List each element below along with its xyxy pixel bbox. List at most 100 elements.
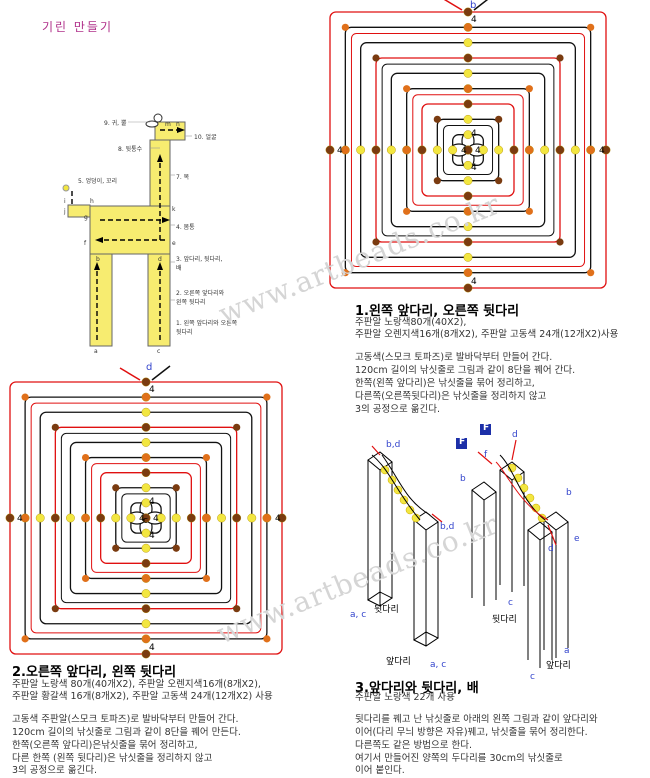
diag2-label-d: d [146,362,153,373]
p1-bead-v [463,68,473,78]
p2-bead-v [141,453,151,462]
letter-g: g [84,214,88,221]
p2-bead-d [112,484,120,492]
section2-desc-3: 다른 한쪽 (왼쪽 뒷다리)은 낚싯줄을 정리하지 않고 [12,753,213,764]
letter-b: b [96,256,100,263]
prism-label-front: 앞다리 [386,657,411,667]
p1-count-label: 4 [471,15,477,25]
p1-bead-h [509,145,519,155]
p2-bead-v [141,558,151,568]
p2-bead-v [141,407,151,417]
section3-desc-3: 여기서 만들어진 양쪽의 두다리를 30cm의 낚싯줄로 [355,753,563,764]
letter-m: m [165,121,171,128]
p2-bead-h [171,513,181,523]
p1-bead-h [417,145,427,155]
p1-count-label: 4 [461,146,467,156]
section1-desc-0: 고동색(스모크 토파즈)로 발바닥부터 만들어 간다. [355,352,553,363]
section3-desc-1: 이어(다리 무늬 방향은 자유)꿰고, 낚싯줄을 묶어 정리한다. [355,727,588,738]
p2-bead-h [126,513,136,523]
p2-bead-h [66,513,75,523]
p1-bead-h [371,145,381,155]
p2-bead-d [233,423,241,431]
p1-bead-v [463,268,473,278]
p1-bead-v [463,130,473,140]
p2-bead-v [141,483,151,493]
p1-bead-d [556,238,564,246]
section2-heading: 2.오른쪽 앞다리, 왼쪽 뒷다리 [12,665,177,680]
p2-bead-d [263,635,271,643]
section1-desc-4: 3의 공정으로 옮긴다. [355,404,441,415]
p2-bead-d [172,484,180,492]
prism-label-ac-right: a, c [430,660,447,670]
p2-bead-v [141,498,151,508]
prism-label-front2: 앞다리 [546,661,571,671]
label-neck: 7. 목 [176,174,190,181]
p1-count-label: 4 [471,129,477,139]
p2-count-label: 4 [149,643,155,653]
p2-bead-v [141,468,151,478]
p1-bead-d [403,207,411,215]
p2-bead-d [202,453,211,462]
p1-bead-h [586,145,596,155]
p1-count-label: 4 [471,163,477,173]
p1-count-label: 4 [471,277,477,287]
letter-i: i [64,198,66,205]
section3-desc-2: 다른쪽도 같은 방법으로 한다. [355,740,472,751]
prism-label-f: f [484,450,488,460]
p2-bead-d [172,544,180,552]
p1-bead-v [463,114,473,124]
f-badge-icon-2: F [483,423,490,433]
section3-desc-0: 뒷다리를 꿰고 난 낚싯줄로 아래의 왼쪽 그림과 같이 앞다리와 [355,714,598,725]
prism-label-bd-top: b,d [386,440,401,450]
p2-ring-inner [121,493,171,543]
p1-bead-h [448,145,458,155]
p1-bead-h [570,145,580,155]
p1-bead-d [587,269,595,277]
p1-bead-d [525,207,533,215]
prism-label-c: c [508,598,513,608]
p1-bead-h [540,145,550,155]
section2-desc-1: 120cm 길이의 낚싯줄로 그림과 같이 8단을 꿰어 만든다. [12,727,241,738]
prism-label-bd-mid: b,d [440,522,455,532]
p1-bead-d [372,238,380,246]
p1-bead-v [463,99,473,109]
label-face: 10. 얼굴 [194,134,217,141]
p2-bead-d [21,635,29,643]
p2-bead-h [202,513,211,523]
p2-bead-v [141,528,151,538]
p2-bead-v [141,513,151,523]
p2-count-label: 4 [275,514,281,524]
diag1-label-b: b [470,0,477,11]
p2-bead-h [262,513,272,523]
p2-bead-v [141,589,151,598]
p1-arrow [443,0,463,11]
p1-arrow [473,0,489,11]
p2-bead-h [81,513,90,523]
p1-bead-v [463,7,473,17]
p2-bead-h [50,513,60,523]
p1-bead-d [495,177,503,185]
section2-desc-0: 고동색 주판알(스모크 토파즈)로 발바닥부터 만들어 간다. [12,714,239,725]
p1-count-label: 4 [337,146,343,156]
p2-arrow [119,367,141,381]
p1-bead-v [463,283,473,293]
p1-ring-inner [350,32,586,268]
p2-bead-d [51,605,59,613]
prism-label-b: b [460,474,466,484]
label-step2: 2. 오른쪽 앞다리와 왼쪽 뒷다리 [176,290,225,306]
label-front-hind: 3. 앞다리, 뒷다리, 배 [176,256,223,272]
p2-bead-v [141,392,151,402]
p2-bead-h [20,513,30,523]
p1-bead-v [463,252,473,262]
letter-j: j [64,208,66,215]
p1-bead-h [494,145,504,155]
p2-count-label: 4 [149,385,155,395]
p2-bead-d [51,423,59,431]
p1-ring-inner [412,94,524,206]
prism-label-d: d [512,430,518,440]
prism-label-hind: 뒷다리 [374,605,399,615]
p1-ring-inner [381,63,555,237]
label-body: 4. 몸통 [176,224,195,231]
